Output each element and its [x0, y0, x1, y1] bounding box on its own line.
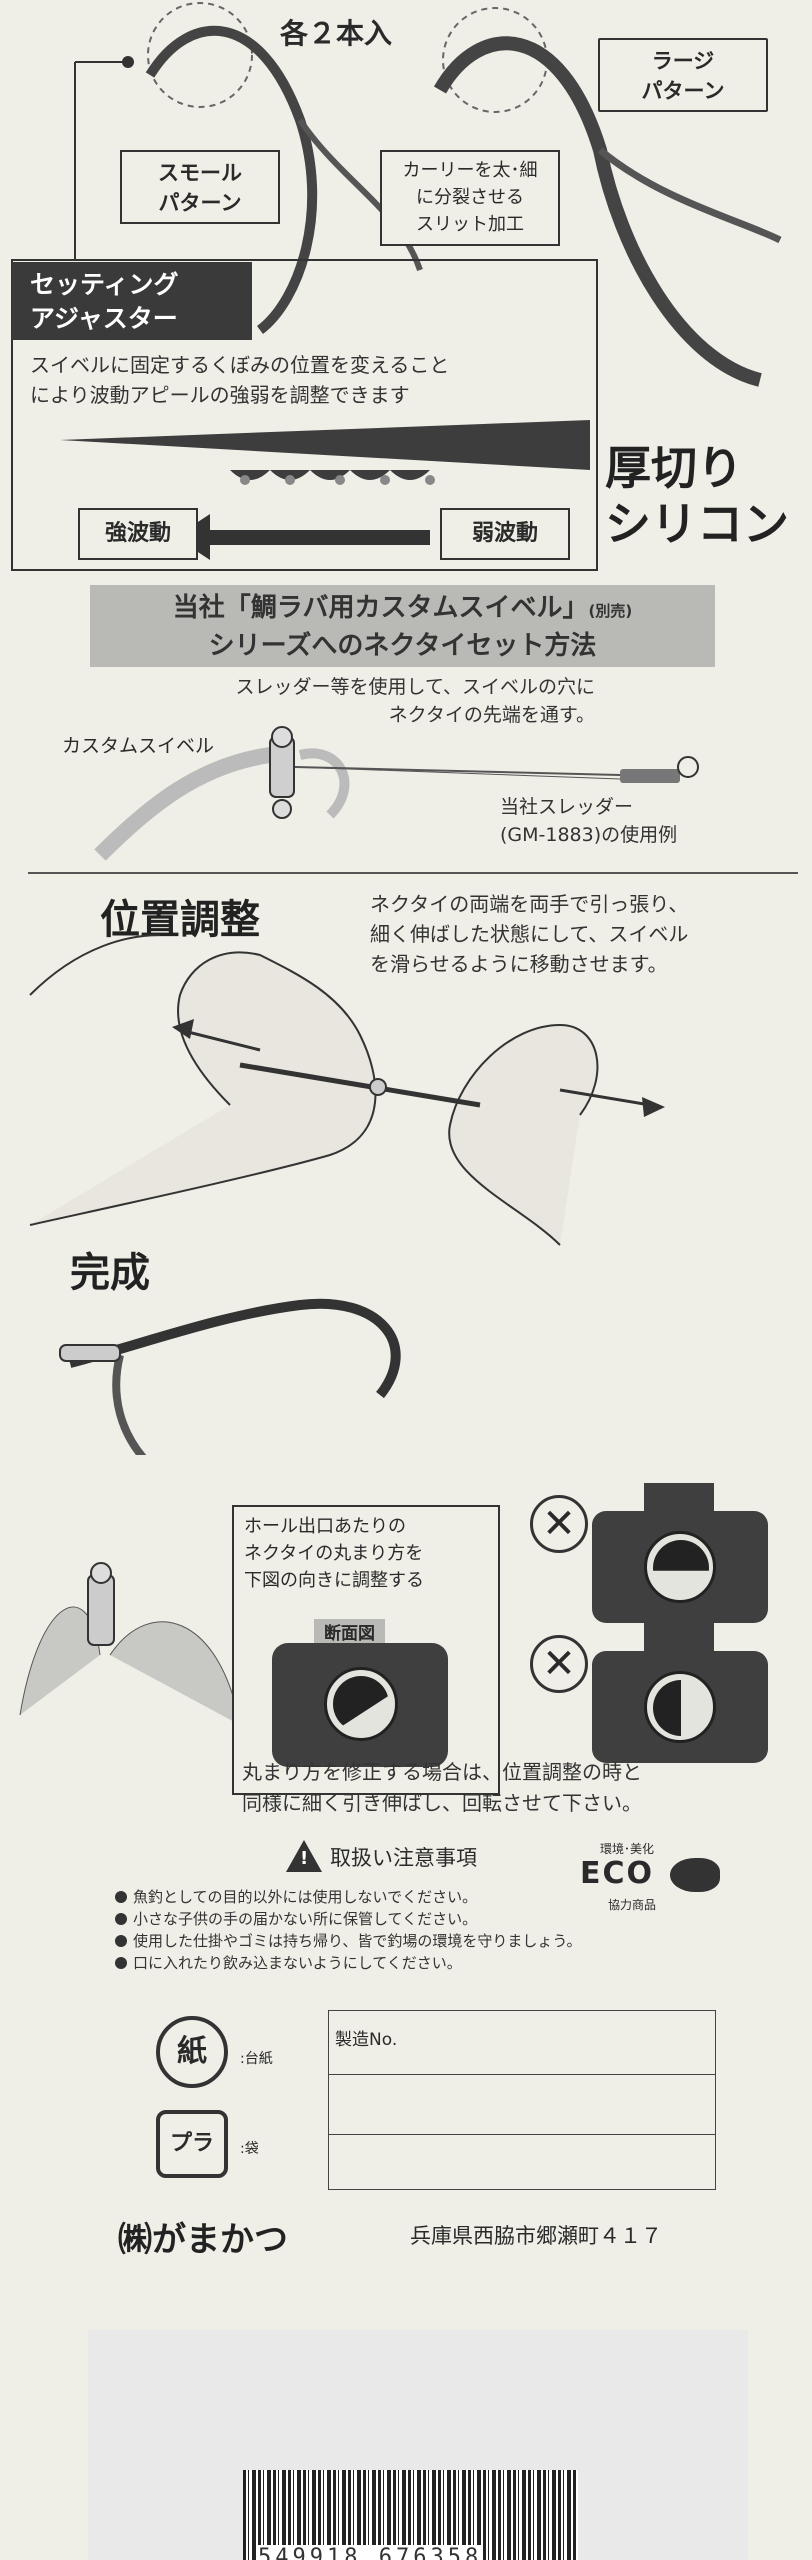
- wrong-cross-section-1: [592, 1483, 768, 1623]
- strong-wave-label: 強波動: [104, 521, 171, 546]
- caution-title: 取扱い注意事項: [330, 1846, 477, 1870]
- list-item: 小さな子供の手の届かない所に保管してください。: [115, 1908, 735, 1930]
- done-title: 完成: [70, 1250, 150, 1296]
- lure-illustration: [11, 2, 782, 571]
- plastic-label: :袋: [240, 2141, 259, 2157]
- fix-note: 丸まり方を修正する場合は、位置調整の時と 同様に細く引き伸ばし、回転させて下さい…: [242, 1760, 642, 1815]
- lot-number-box: 製造No.: [328, 2010, 716, 2190]
- paper-recycle-icon: 紙: [156, 2016, 228, 2088]
- swivel-cross-illustration: [19, 1562, 241, 1726]
- company-name: ㈱がまかつ: [118, 2220, 288, 2260]
- company-address: 兵庫県西脇市郷瀬町４１７: [410, 2224, 662, 2248]
- lot-label: 製造No.: [329, 2011, 715, 2075]
- wrong-hole-icon-2: [644, 1671, 716, 1743]
- divider-line: [28, 872, 798, 874]
- thick-silicone: 厚切り シリコン: [605, 441, 789, 551]
- list-item: 口に入れたり飲み込まないようにしてください。: [115, 1952, 735, 1974]
- hole-desc-text: ホール出口あたりの ネクタイの丸まり方を 下図の向きに調整する: [244, 1516, 424, 1591]
- warning-icon-inner: !: [300, 1848, 309, 1869]
- eco-top-label: 環境･美化: [600, 1842, 655, 1856]
- paper-label: :台紙: [240, 2051, 273, 2067]
- custom-title-small: (別売): [588, 602, 633, 620]
- hands-illustration: [29, 934, 665, 1455]
- recycle-section: 紙 :台紙 プラ :袋 製造No.: [0, 2010, 812, 2210]
- setting-title-bar: セッティング アジャスター: [12, 262, 252, 340]
- small-pattern-tag: スモール パターン: [120, 150, 280, 224]
- threader-label: 当社スレッダー (GM-1883)の使用例: [500, 796, 678, 846]
- wrong-hole-icon-1: [644, 1531, 716, 1603]
- cross-mark-icon: ✕: [530, 1495, 588, 1553]
- custom-title-line2: シリーズへのネクタイセット方法: [208, 631, 597, 661]
- fish-icon: [670, 1858, 720, 1892]
- setting-desc: スイベルに固定するくぼみの位置を変えること により波動アピールの強弱を調整できま…: [30, 353, 450, 407]
- caution-list: 魚釣としての目的以外には使用しないでください。 小さな子供の手の届かない所に保管…: [115, 1886, 735, 1974]
- warning-icon: [286, 1840, 322, 1872]
- custom-swivel-section: 当社「鯛ラバ用カスタムスイベル」(別売) シリーズへのネクタイセット方法 スレッ…: [0, 585, 812, 875]
- custom-instruction: スレッダー等を使用して、スイベルの穴に ネクタイの先端を通す。: [235, 676, 595, 726]
- custom-title-main: 当社「鯛ラバ用カスタムスイベル」: [172, 593, 589, 623]
- list-item: 魚釣としての目的以外には使用しないでください。: [115, 1886, 735, 1908]
- custom-title-bar: 当社「鯛ラバ用カスタムスイベル」(別売) シリーズへのネクタイセット方法: [90, 585, 715, 667]
- cross-section-label: 断面図: [314, 1619, 385, 1644]
- large-pattern-tag: ラージ パターン: [598, 38, 768, 112]
- barcode-panel: 549918 676358: [88, 2330, 748, 2560]
- slit-note-box: カーリーを太･細 に分裂させる スリット加工: [380, 150, 560, 246]
- strong-wave-box: 強波動: [78, 508, 198, 560]
- wrong-cross-section-2: [592, 1623, 768, 1763]
- footer: ㈱がまかつ 兵庫県西脇市郷瀬町４１７ 549918 676358: [0, 2210, 812, 2560]
- weak-wave-label: 弱波動: [471, 521, 538, 546]
- cross-section-section: ホール出口あたりの ネクタイの丸まり方を 下図の向きに調整する 断面図 ✕ ✕ …: [0, 1455, 812, 1840]
- eco-logo-text: ECO: [580, 1856, 655, 1891]
- plastic-recycle-icon: プラ: [156, 2110, 228, 2178]
- count-label: 各２本入: [280, 17, 393, 50]
- adjust-desc: ネクタイの両端を両手で引っ張り、 細く伸ばした状態にして、スイベル を滑らせるよ…: [370, 892, 689, 976]
- threader-illustration: [94, 726, 699, 861]
- eco-logo: 環境･美化 ECO 協力商品: [570, 1840, 720, 1920]
- caution-section: ! 取扱い注意事項 環境･美化 ECO 協力商品 魚釣としての目的以外には使用し…: [0, 1840, 812, 2010]
- swivel-label: カスタムスイベル: [62, 735, 215, 757]
- large-pattern-label: ラージ パターン: [641, 49, 725, 103]
- weak-wave-box: 弱波動: [440, 508, 570, 560]
- setting-title: セッティング アジャスター: [30, 270, 179, 333]
- cross-mark-icon: ✕: [530, 1635, 588, 1693]
- barcode-digits: 549918 676358: [258, 2545, 483, 2560]
- top-section: 各２本入 ラージ パターン スモール パターン カーリーを太･細 に分裂させる …: [0, 0, 812, 580]
- eco-bottom-label: 協力商品: [608, 1898, 657, 1912]
- slit-note-text: カーリーを太･細 に分裂させる スリット加工: [402, 160, 538, 235]
- small-pattern-label: スモール パターン: [158, 161, 242, 215]
- position-adjust-section: 位置調整 ネクタイの両端を両手で引っ張り、 細く伸ばした状態にして、スイベル を…: [0, 875, 812, 1455]
- adjust-title: 位置調整: [100, 897, 260, 943]
- correct-hole-icon: [324, 1667, 398, 1741]
- list-item: 使用した仕掛やゴミは持ち帰り、皆で釣場の環境を守りましょう。: [115, 1930, 735, 1952]
- hole-desc-box: ホール出口あたりの ネクタイの丸まり方を 下図の向きに調整する 断面図: [232, 1505, 500, 1795]
